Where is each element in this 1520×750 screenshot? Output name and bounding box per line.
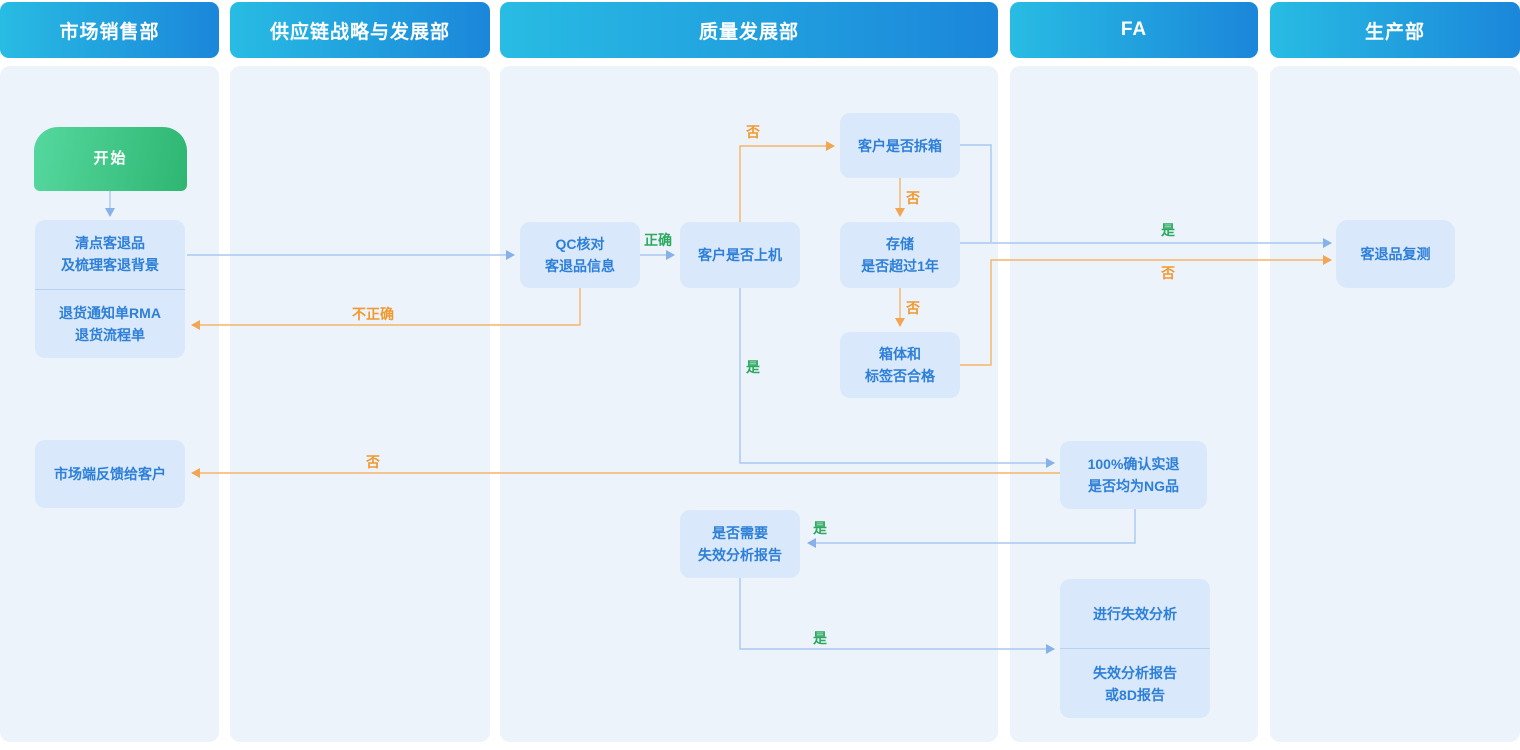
lane-body-supply-chain (230, 66, 490, 742)
node-confirm-ng-label: 100%确认实退 是否均为NG品 (1087, 456, 1180, 494)
node-rma-label: 退货通知单RMA 退货流程单 (59, 304, 161, 343)
node-storage: 存储 是否超过1年 (840, 222, 960, 288)
node-inventory-label: 清点客退品 及梳理客退背景 (61, 235, 159, 274)
lane-header-supply-chain: 供应链战略与发展部 (230, 2, 490, 58)
node-qc-check: QC核对 客退品信息 (520, 222, 640, 288)
lane-header-sales: 市场销售部 (0, 2, 219, 58)
node-do-fa-label: 进行失效分析 (1093, 605, 1177, 622)
node-box-label-check-label: 箱体和 标签否合格 (865, 346, 935, 384)
lane-header-quality: 质量发展部 (500, 2, 998, 58)
node-inventory-rma-group: 清点客退品 及梳理客退背景 退货通知单RMA 退货流程单 (35, 220, 185, 358)
edge-label-yes-onmachine: 是 (746, 359, 760, 375)
node-start-label: 开始 (93, 150, 128, 167)
edge-label-no-onmachine: 否 (746, 124, 760, 140)
edge-label-no-storage: 否 (906, 300, 920, 316)
node-feedback: 市场端反馈给客户 (35, 440, 185, 508)
edge-label-yes-needfa: 是 (813, 630, 827, 646)
node-box-label-check: 箱体和 标签否合格 (840, 332, 960, 398)
edge-label-no-unbox: 否 (906, 190, 920, 206)
edge-label-yes-retest: 是 (1161, 222, 1175, 238)
lane-header-fa: FA (1010, 2, 1258, 58)
node-inventory: 清点客退品 及梳理客退背景 (35, 220, 185, 289)
node-retest-label: 客退品复测 (1360, 246, 1431, 262)
node-storage-label: 存储 是否超过1年 (861, 236, 939, 274)
lane-body-production (1270, 66, 1520, 742)
node-need-fa-label: 是否需要 失效分析报告 (698, 525, 782, 563)
edge-label-yes-ng: 是 (813, 520, 827, 536)
node-do-fa: 进行失效分析 (1060, 579, 1210, 648)
node-on-machine-label: 客户是否上机 (698, 247, 782, 263)
node-rma: 退货通知单RMA 退货流程单 (35, 288, 185, 359)
edge-label-correct: 正确 (644, 232, 672, 248)
node-start: 开始 (34, 127, 187, 191)
node-qc-check-label: QC核对 客退品信息 (545, 236, 615, 274)
edge-label-no-retest: 否 (1161, 265, 1175, 281)
node-fa-group: 进行失效分析 失效分析报告 或8D报告 (1060, 579, 1210, 718)
edge-label-incorrect: 不正确 (352, 306, 394, 322)
node-fa-report: 失效分析报告 或8D报告 (1060, 648, 1210, 718)
edge-label-no-ng: 否 (366, 454, 380, 470)
node-retest: 客退品复测 (1336, 220, 1455, 288)
node-confirm-ng: 100%确认实退 是否均为NG品 (1060, 441, 1207, 509)
node-on-machine: 客户是否上机 (680, 222, 800, 288)
node-feedback-label: 市场端反馈给客户 (54, 466, 166, 482)
node-fa-report-label: 失效分析报告 或8D报告 (1093, 664, 1177, 703)
lane-header-production: 生产部 (1270, 2, 1520, 58)
node-unboxed-label: 客户是否拆箱 (858, 137, 942, 154)
node-unboxed: 客户是否拆箱 (840, 113, 960, 178)
node-need-fa: 是否需要 失效分析报告 (680, 510, 800, 578)
